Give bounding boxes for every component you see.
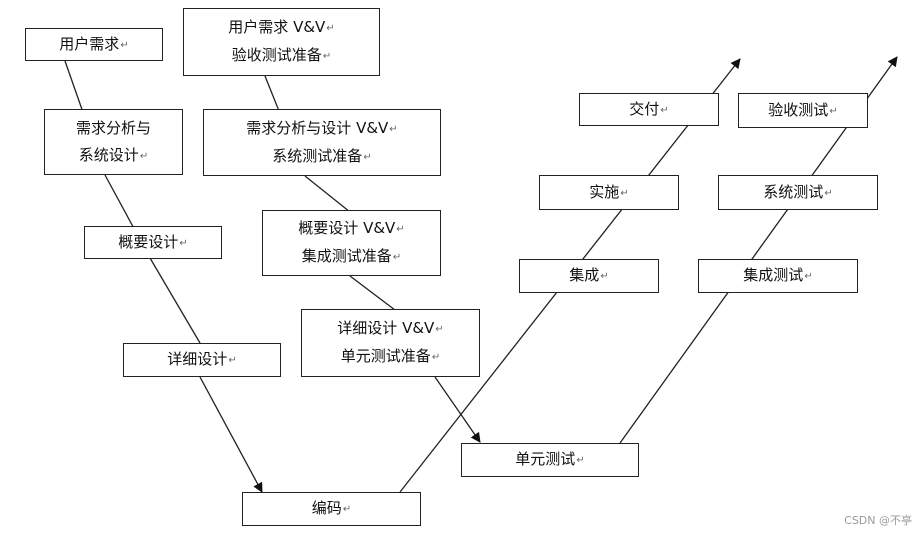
label-line: 验收测试准备↵	[232, 42, 331, 70]
label-line: 系统测试准备↵	[272, 143, 371, 171]
label-line: 概要设计↵	[118, 229, 187, 257]
label-line: 用户需求 V&V↵	[228, 14, 334, 42]
label-line: 单元测试准备↵	[341, 343, 440, 371]
paragraph-mark-icon: ↵	[342, 504, 352, 515]
label-text: 系统测试准备	[272, 146, 363, 165]
arrow-detail-to-coding	[199, 376, 263, 493]
label-text: 用户需求 V&V	[228, 18, 326, 36]
box-coding: 编码↵	[242, 492, 421, 526]
label-text: 系统设计	[78, 145, 139, 164]
label-line: 交付↵	[629, 96, 668, 124]
paragraph-mark-icon: ↵	[139, 150, 149, 162]
box-system-test: 系统测试↵	[718, 175, 878, 210]
label-text: 概要设计 V&V	[298, 219, 396, 237]
line-overview-vv-to-detail-vv	[349, 275, 396, 311]
label-line: 验收测试↵	[768, 97, 837, 125]
paragraph-mark-icon: ↵	[326, 23, 335, 34]
box-acceptance-test: 验收测试↵	[738, 93, 868, 128]
box-detail-design-vv: 详细设计 V&V↵ 单元测试准备↵	[301, 309, 480, 377]
label-line: 用户需求↵	[59, 31, 128, 59]
label-line: 系统测试↵	[763, 179, 832, 207]
label-line: 系统设计↵	[79, 142, 148, 170]
box-requirement-analysis: 需求分析与 系统设计↵	[44, 109, 183, 175]
box-integration: 集成↵	[519, 259, 659, 293]
paragraph-mark-icon: ↵	[389, 123, 398, 135]
label-text: 详细设计	[167, 350, 228, 368]
box-requirement-analysis-vv: 需求分析与设计 V&V↵ 系统测试准备↵	[203, 109, 441, 176]
box-user-requirements-vv: 用户需求 V&V↵ 验收测试准备↵	[183, 8, 380, 76]
paragraph-mark-icon: ↵	[660, 104, 669, 116]
label-line: 集成测试↵	[743, 262, 812, 290]
paragraph-mark-icon: ↵	[392, 252, 402, 263]
arrow-detail-vv-to-unit-test	[434, 376, 481, 443]
label-line: 详细设计 V&V↵	[337, 315, 443, 343]
paragraph-mark-icon: ↵	[620, 187, 629, 199]
line-analysis-vv-to-overview-vv	[304, 175, 351, 213]
label-line: 需求分析与设计 V&V↵	[246, 115, 397, 143]
line-overview-to-detail	[149, 257, 201, 344]
label-text: 集成测试	[743, 266, 804, 284]
paragraph-mark-icon: ↵	[804, 271, 813, 282]
label-text: 详细设计 V&V	[337, 319, 435, 337]
paragraph-mark-icon: ↵	[322, 51, 332, 62]
label-text: 集成	[569, 266, 600, 284]
box-overview-design-vv: 概要设计 V&V↵ 集成测试准备↵	[262, 210, 441, 276]
label-line: 集成测试准备↵	[302, 243, 401, 271]
label-text: 概要设计	[118, 232, 179, 251]
paragraph-mark-icon: ↵	[228, 355, 237, 366]
label-text: 交付	[629, 99, 660, 118]
paragraph-mark-icon: ↵	[120, 39, 129, 51]
box-detail-design: 详细设计↵	[123, 343, 281, 377]
paragraph-mark-icon: ↵	[829, 105, 838, 117]
label-text: 单元测试	[515, 450, 576, 468]
box-integration-test: 集成测试↵	[698, 259, 858, 293]
paragraph-mark-icon: ↵	[431, 352, 441, 363]
label-text: 实施	[589, 182, 620, 201]
box-delivery: 交付↵	[579, 93, 719, 126]
label-text: 需求分析与设计 V&V	[246, 118, 389, 137]
paragraph-mark-icon: ↵	[396, 224, 405, 235]
box-unit-test: 单元测试↵	[461, 443, 639, 477]
label-line: 详细设计↵	[167, 346, 236, 374]
label-text: 编码	[311, 499, 342, 517]
box-overview-design: 概要设计↵	[84, 226, 222, 259]
label-line: 需求分析与	[76, 115, 151, 142]
paragraph-mark-icon: ↵	[435, 324, 444, 335]
paragraph-mark-icon: ↵	[824, 187, 833, 199]
label-text: 单元测试准备	[340, 347, 431, 365]
label-line: 概要设计 V&V↵	[298, 215, 404, 243]
box-implementation: 实施↵	[539, 175, 679, 210]
label-text: 验收测试	[768, 100, 829, 119]
box-user-requirements: 用户需求↵	[25, 28, 163, 61]
label-line: 编码↵	[312, 495, 351, 523]
paragraph-mark-icon: ↵	[576, 455, 585, 466]
label-line: 实施↵	[589, 179, 628, 207]
label-line: 集成↵	[569, 262, 608, 290]
label-text: 验收测试准备	[231, 46, 322, 64]
label-text: 需求分析与	[75, 118, 151, 137]
label-line: 单元测试↵	[515, 446, 584, 474]
label-text: 系统测试	[763, 182, 824, 201]
label-text: 集成测试准备	[301, 247, 392, 265]
paragraph-mark-icon: ↵	[179, 237, 188, 249]
paragraph-mark-icon: ↵	[600, 271, 609, 282]
watermark: CSDN @不亭	[844, 514, 912, 527]
paragraph-mark-icon: ↵	[363, 151, 372, 163]
label-text: 用户需求	[59, 34, 120, 53]
